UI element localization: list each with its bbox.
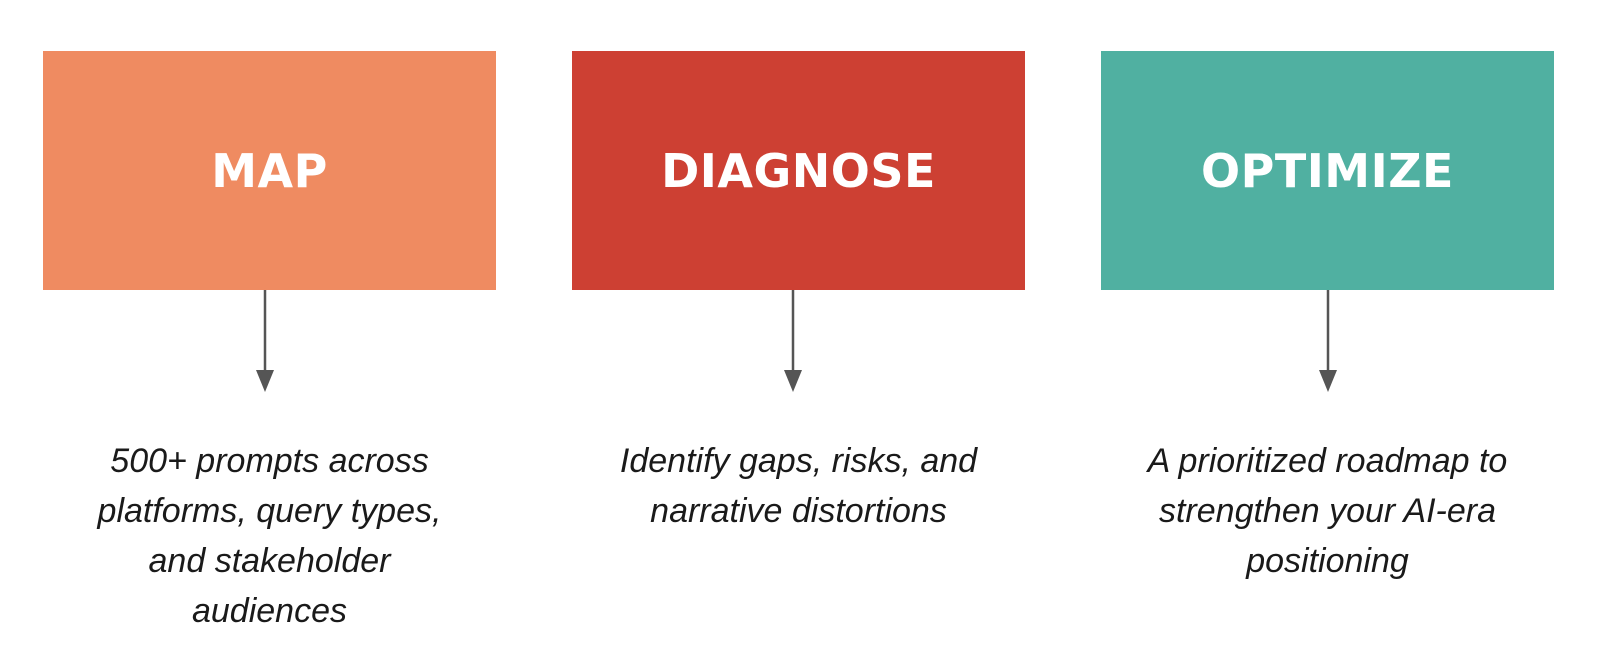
step-optimize: OPTIMIZE A prioritized roadmap to streng… (1101, 0, 1554, 662)
step-optimize-description: A prioritized roadmap to strengthen your… (1147, 442, 1508, 580)
step-map: MAP 500+ prompts across platforms, query… (43, 0, 496, 662)
step-optimize-box: OPTIMIZE (1101, 51, 1554, 290)
step-diagnose-arrow-icon (784, 290, 802, 392)
step-diagnose-box: DIAGNOSE (572, 51, 1025, 290)
step-optimize-arrow-icon (1319, 290, 1337, 392)
step-map-description: 500+ prompts across platforms, query typ… (97, 442, 442, 630)
step-diagnose-description: Identify gaps, risks, and narrative dist… (619, 442, 978, 530)
step-map-arrow-icon (256, 290, 274, 392)
step-optimize-title: OPTIMIZE (1201, 143, 1454, 198)
step-map-title: MAP (211, 143, 328, 198)
step-diagnose: DIAGNOSE Identify gaps, risks, and narra… (572, 0, 1025, 662)
step-diagnose-title: DIAGNOSE (661, 143, 936, 198)
step-map-box: MAP (43, 51, 496, 290)
